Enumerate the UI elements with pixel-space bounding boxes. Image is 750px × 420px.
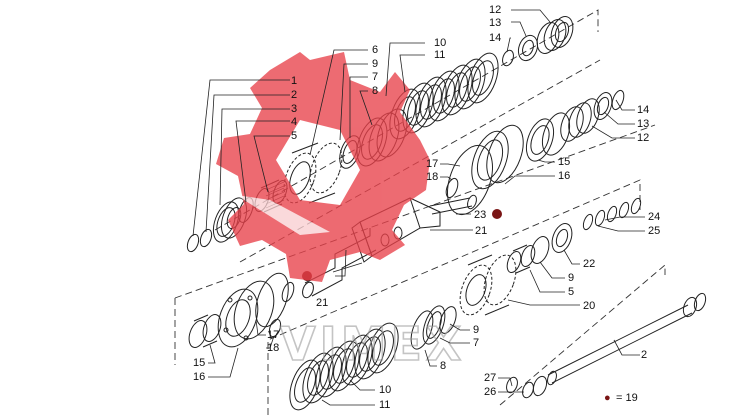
callout-2-shaft: 2	[641, 349, 647, 361]
rings-24-25	[582, 197, 642, 231]
callout-8-lower: 8	[440, 360, 446, 372]
hub-16-top	[471, 124, 524, 190]
callout-1: 1	[291, 75, 297, 87]
callout-17-lower: 17	[267, 329, 279, 341]
hub-16-lower	[217, 272, 295, 348]
callout-2: 2	[291, 89, 297, 101]
callout-3: 3	[291, 103, 297, 115]
legend-text: = 19	[616, 392, 638, 404]
callout-16-lower: 16	[193, 371, 205, 383]
clutch-pack-bottom	[289, 322, 399, 411]
plate-8-lower	[410, 305, 457, 350]
callout-9-right: 9	[568, 272, 574, 284]
callout-25: 25	[648, 225, 660, 237]
marker-dot-19-a	[492, 209, 502, 219]
callouts: 1 2 3 4 5 6 9 7 8 10 11 12 13 14 14 13 1…	[193, 4, 660, 411]
leader-lines	[192, 9, 645, 406]
callout-16-top: 16	[558, 170, 570, 182]
callout-8-top: 8	[372, 85, 378, 97]
callout-4: 4	[291, 116, 297, 128]
callout-14-right: 14	[637, 104, 649, 116]
callout-20: 20	[583, 300, 595, 312]
callout-24: 24	[648, 211, 660, 223]
callout-23: 23	[474, 209, 486, 221]
callout-26: 26	[484, 386, 496, 398]
bearing-22	[530, 223, 573, 264]
callout-21-left: 21	[316, 297, 328, 309]
callout-7-top: 7	[372, 71, 378, 83]
callout-5: 5	[291, 130, 297, 142]
callout-12-top: 12	[489, 4, 501, 16]
callout-12-right: 12	[637, 132, 649, 144]
callout-10-top: 10	[434, 37, 446, 49]
callout-21-right: 21	[475, 225, 487, 237]
callout-27: 27	[484, 372, 496, 384]
watermark: VIMEX	[216, 52, 465, 372]
callout-11-top: 11	[434, 49, 445, 61]
long-shaft	[547, 292, 707, 386]
spring-pack-right	[525, 89, 625, 162]
callout-18-top: 18	[426, 171, 438, 183]
callout-13-right: 13	[637, 118, 649, 130]
frame-line-low-a	[267, 179, 641, 415]
callout-11-lower: 11	[379, 399, 390, 411]
callout-9-lower: 9	[473, 324, 479, 336]
callout-7-lower: 7	[473, 337, 479, 349]
oring-18-top	[445, 177, 459, 199]
callout-14-top: 14	[489, 32, 501, 44]
spring-pack-top-right	[502, 16, 574, 67]
callout-9-top: 9	[372, 58, 378, 70]
callout-6: 6	[372, 44, 378, 56]
gear-20	[459, 254, 517, 316]
watermark-gear-logo	[216, 52, 430, 282]
callout-17-top: 17	[426, 158, 438, 170]
ring-26	[522, 381, 534, 399]
legend: ● = 19	[604, 392, 638, 404]
frame-line-low-b	[499, 264, 666, 406]
callout-13-top: 13	[489, 17, 501, 29]
callout-10-lower: 10	[379, 384, 391, 396]
callout-5-lower: 5	[568, 286, 574, 298]
sleeve-15-lower	[188, 314, 222, 348]
watermark-text: VIMEX	[280, 317, 465, 371]
legend-symbol: ●	[604, 392, 611, 404]
callout-15-lower: 15	[193, 357, 205, 369]
callout-22: 22	[583, 258, 595, 270]
callout-15-top: 15	[558, 156, 570, 168]
callout-18-lower: 18	[267, 342, 279, 354]
snap-ring-2	[199, 228, 213, 248]
bearing-27	[506, 376, 518, 394]
oring-18-lower	[268, 318, 282, 338]
needle-bearing-5-lower	[506, 244, 536, 274]
snap-ring-1	[186, 233, 200, 253]
